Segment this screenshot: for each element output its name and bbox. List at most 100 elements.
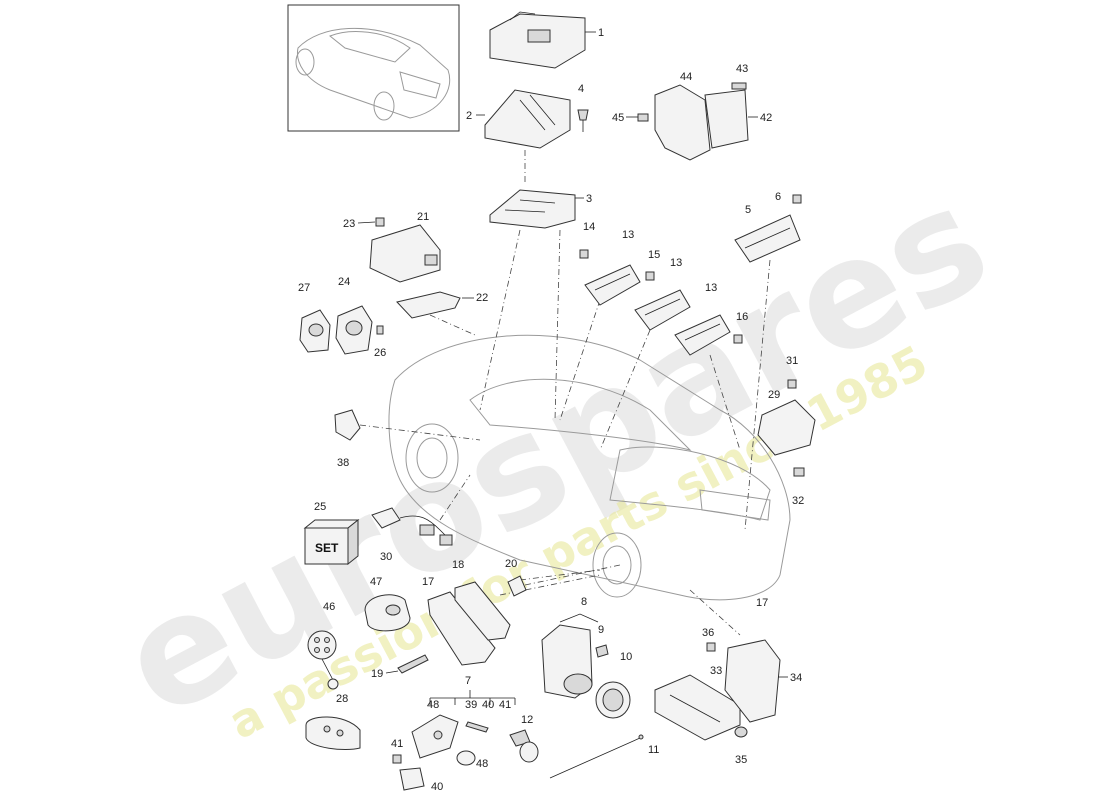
part-28-remote-key[interactable] [305,716,361,751]
callout-48b: 48 [476,758,488,770]
part-14-screw[interactable] [579,249,589,259]
callout-13c: 13 [705,282,717,294]
part-27-sensor-housing[interactable] [299,309,331,353]
part-48-battery[interactable] [456,750,476,766]
callout-35: 35 [735,754,747,766]
callout-24: 24 [338,276,350,288]
part-4-screw[interactable] [577,109,589,132]
part-18-cover[interactable] [454,581,511,641]
callout-40a: 40 [482,699,494,711]
callout-21: 21 [417,211,429,223]
callout-15: 15 [648,249,660,261]
callout-44: 44 [680,71,692,83]
callout-18: 18 [452,559,464,571]
callout-41b: 41 [391,738,403,750]
part-36-screw[interactable] [706,642,716,652]
callout-13a: 13 [622,229,634,241]
callout-26: 26 [374,347,386,359]
callout-20: 20 [505,558,517,570]
part-9-clip[interactable] [595,644,609,658]
part-33-control-unit[interactable] [654,674,741,741]
part-35-nut[interactable] [734,726,748,738]
part-34-bracket[interactable] [724,639,781,723]
part-17-lock-unit[interactable] [427,591,496,666]
set-box-label: SET [315,541,339,555]
part-46-key-blank[interactable] [307,630,339,690]
callout-7: 7 [465,675,471,687]
part-42-module[interactable] [704,89,749,149]
callout-43: 43 [736,63,748,75]
callout-14: 14 [583,221,595,233]
callout-48a: 48 [427,699,439,711]
part-38-sensor[interactable] [334,409,361,441]
vehicle-thumbnail [287,4,460,132]
part-12-emergency-key[interactable] [509,729,539,763]
part-15-screw[interactable] [645,271,655,281]
part-47-key-fob[interactable] [364,594,411,632]
callout-22: 22 [476,292,488,304]
part-6-screw[interactable] [792,194,802,204]
part-11-release-cable[interactable] [549,734,644,779]
callout-12: 12 [521,714,533,726]
part-24-sensor-housing[interactable] [335,305,373,355]
part-48-key-housing[interactable] [411,714,459,759]
part-13-module-c[interactable] [674,314,731,356]
part-8-ignition-lock[interactable] [541,624,593,699]
part-30-wiring[interactable] [371,507,453,546]
callout-36: 36 [702,627,714,639]
callout-27: 27 [298,282,310,294]
part-44-cover[interactable] [654,84,711,161]
part-1-control-panel[interactable] [489,11,586,69]
part-19-bolt[interactable] [397,654,429,674]
callout-5: 5 [745,204,751,216]
part-20-cap[interactable] [507,575,527,597]
part-39-key-blade[interactable] [465,721,489,733]
part-26-screw[interactable] [376,325,384,335]
callout-1: 1 [598,27,604,39]
callout-4: 4 [578,83,584,95]
callout-31: 31 [786,355,798,367]
callout-38: 38 [337,457,349,469]
callout-19: 19 [371,668,383,680]
part-43-connector[interactable] [731,82,747,90]
callout-13b: 13 [670,257,682,269]
vehicle-outline [388,334,791,601]
part-29-control-unit[interactable] [757,399,816,456]
part-32-nut[interactable] [793,467,805,477]
part-41-screw[interactable] [392,754,402,764]
part-16-screw[interactable] [733,334,743,344]
part-25-kit[interactable]: SET [303,518,360,566]
callout-46: 46 [323,601,335,613]
callout-32: 32 [792,495,804,507]
callout-29: 29 [768,389,780,401]
callout-2: 2 [466,110,472,122]
part-2-bracket[interactable] [484,89,571,149]
callout-17a: 17 [422,576,434,588]
callout-16: 16 [736,311,748,323]
part-22-bracket[interactable] [396,291,461,319]
callout-8: 8 [581,596,587,608]
part-10-trim-ring[interactable] [595,681,631,719]
callout-47: 47 [370,576,382,588]
part-45-screw[interactable] [637,113,649,122]
part-40-bracket[interactable] [399,767,425,791]
callout-7-group [429,690,516,705]
callout-42: 42 [760,112,772,124]
part-23-screw[interactable] [375,217,385,227]
part-31-screw[interactable] [787,379,797,389]
callout-11: 11 [648,744,659,756]
part-5-control-unit[interactable] [734,214,801,263]
callout-6: 6 [775,191,781,203]
part-13-module-a[interactable] [584,264,641,306]
part-21-control-box[interactable] [369,224,441,283]
callout-41a: 41 [499,699,511,711]
callout-28: 28 [336,693,348,705]
part-3-mount-plate[interactable] [489,189,576,229]
callout-23: 23 [343,218,355,230]
callout-17b: 17 [756,597,768,609]
callout-9: 9 [598,624,604,636]
part-13-module-b[interactable] [634,289,691,331]
callout-25: 25 [314,501,326,513]
callout-34: 34 [790,672,802,684]
